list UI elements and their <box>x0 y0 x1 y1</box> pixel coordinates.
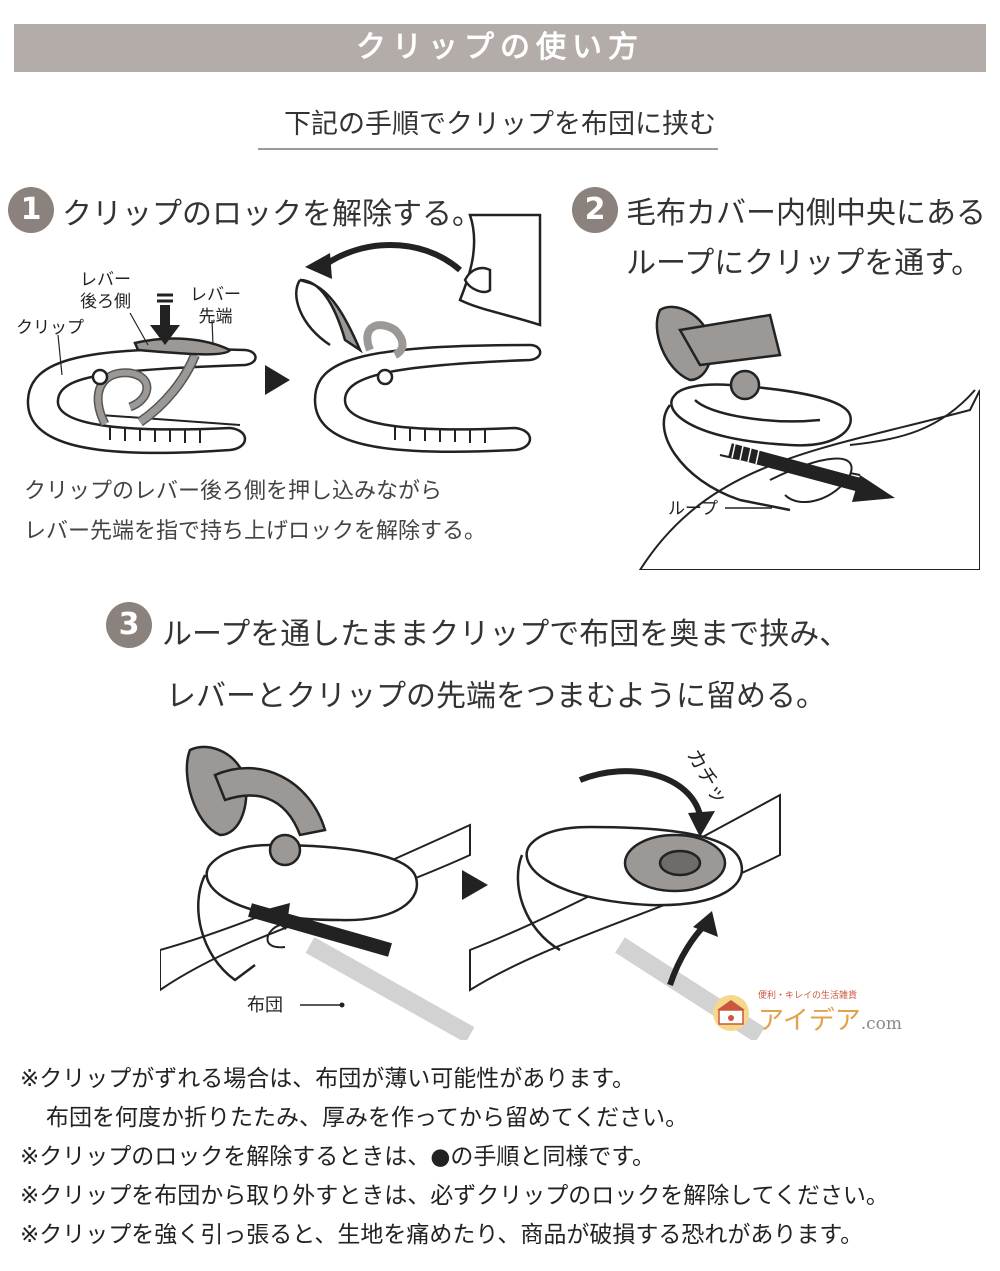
step-2-title: 毛布カバー内側中央にある ループにクリップを通す。 <box>626 189 986 289</box>
label-lever-tip-text: レバー 先端 <box>190 285 241 327</box>
note-item: ※クリップを布団から取り外すときは、必ずクリップのロックを解除してください。 <box>20 1183 889 1209</box>
brand-logo: 便利・キレイの生活雑貨 アイデア.com <box>710 988 902 1038</box>
step-3-title-line-2: レバーとクリップの先端をつまむように留める。 <box>166 679 826 714</box>
notes-list: ※クリップがずれる場合は、布団が薄い可能性があります。 布団を何度か折りたたみ、… <box>20 1060 995 1255</box>
note-item: ※クリップがずれる場合は、布団が薄い可能性があります。 <box>20 1066 635 1092</box>
step-1-title: クリップのロックを解除する。 <box>62 197 482 232</box>
label-clip: クリップ <box>16 318 84 338</box>
note-item: ※クリップのロックを解除するときは、●の手順と同様です。 <box>20 1144 656 1170</box>
step-3-badge: 3 <box>106 602 152 648</box>
label-lever-back-text: レバー 後ろ側 <box>80 270 131 312</box>
note-item: 布団を何度か折りたたみ、厚みを作ってから留めてください。 <box>46 1105 689 1131</box>
label-lever-back: レバー 後ろ側 <box>80 269 131 313</box>
logo-name: アイデア.com <box>758 1000 902 1037</box>
step-1-caption-line-2: レバー先端を指で持ち上げロックを解除する。 <box>24 519 487 544</box>
step-1-illustration <box>26 213 542 455</box>
step-1-caption: クリップのレバー後ろ側を押し込みながら レバー先端を指で持ち上げロックを解除する… <box>24 472 486 552</box>
step-3-title: ループを通したままクリップで布団を奥まで挟み、 レバーとクリップの先端をつまむよ… <box>162 604 849 728</box>
step-3-illustration <box>160 745 781 1040</box>
subtitle-underline <box>258 148 718 150</box>
step-1-badge: 1 <box>8 187 54 233</box>
label-lever-tip: レバー 先端 <box>190 284 241 328</box>
step-1-caption-line-1: クリップのレバー後ろ側を押し込みながら <box>24 479 443 504</box>
label-futon: 布団 <box>247 995 283 1016</box>
section-subtitle: 下記の手順でクリップを布団に挟む <box>284 109 716 140</box>
logo-name-main: アイデア <box>758 1006 861 1036</box>
shop-icon <box>713 995 749 1031</box>
step-2-badge: 2 <box>572 187 618 233</box>
logo-tagline: 便利・キレイの生活雑貨 <box>758 991 858 1001</box>
note-item: ※クリップを強く引っ張ると、生地を痛めたり、商品が破損する恐れがあります。 <box>20 1222 864 1248</box>
logo-suffix: .com <box>860 1014 902 1034</box>
step-3-title-line-1: ループを通したままクリップで布団を奥まで挟み、 <box>162 617 850 652</box>
step-2-title-line-2: ループにクリップを通す。 <box>626 246 982 281</box>
step-2-title-line-1: 毛布カバー内側中央にある <box>626 196 986 231</box>
step-2-illustration <box>638 305 980 570</box>
label-loop: ループ <box>668 499 718 519</box>
section-title-banner: クリップの使い方 <box>14 24 986 72</box>
